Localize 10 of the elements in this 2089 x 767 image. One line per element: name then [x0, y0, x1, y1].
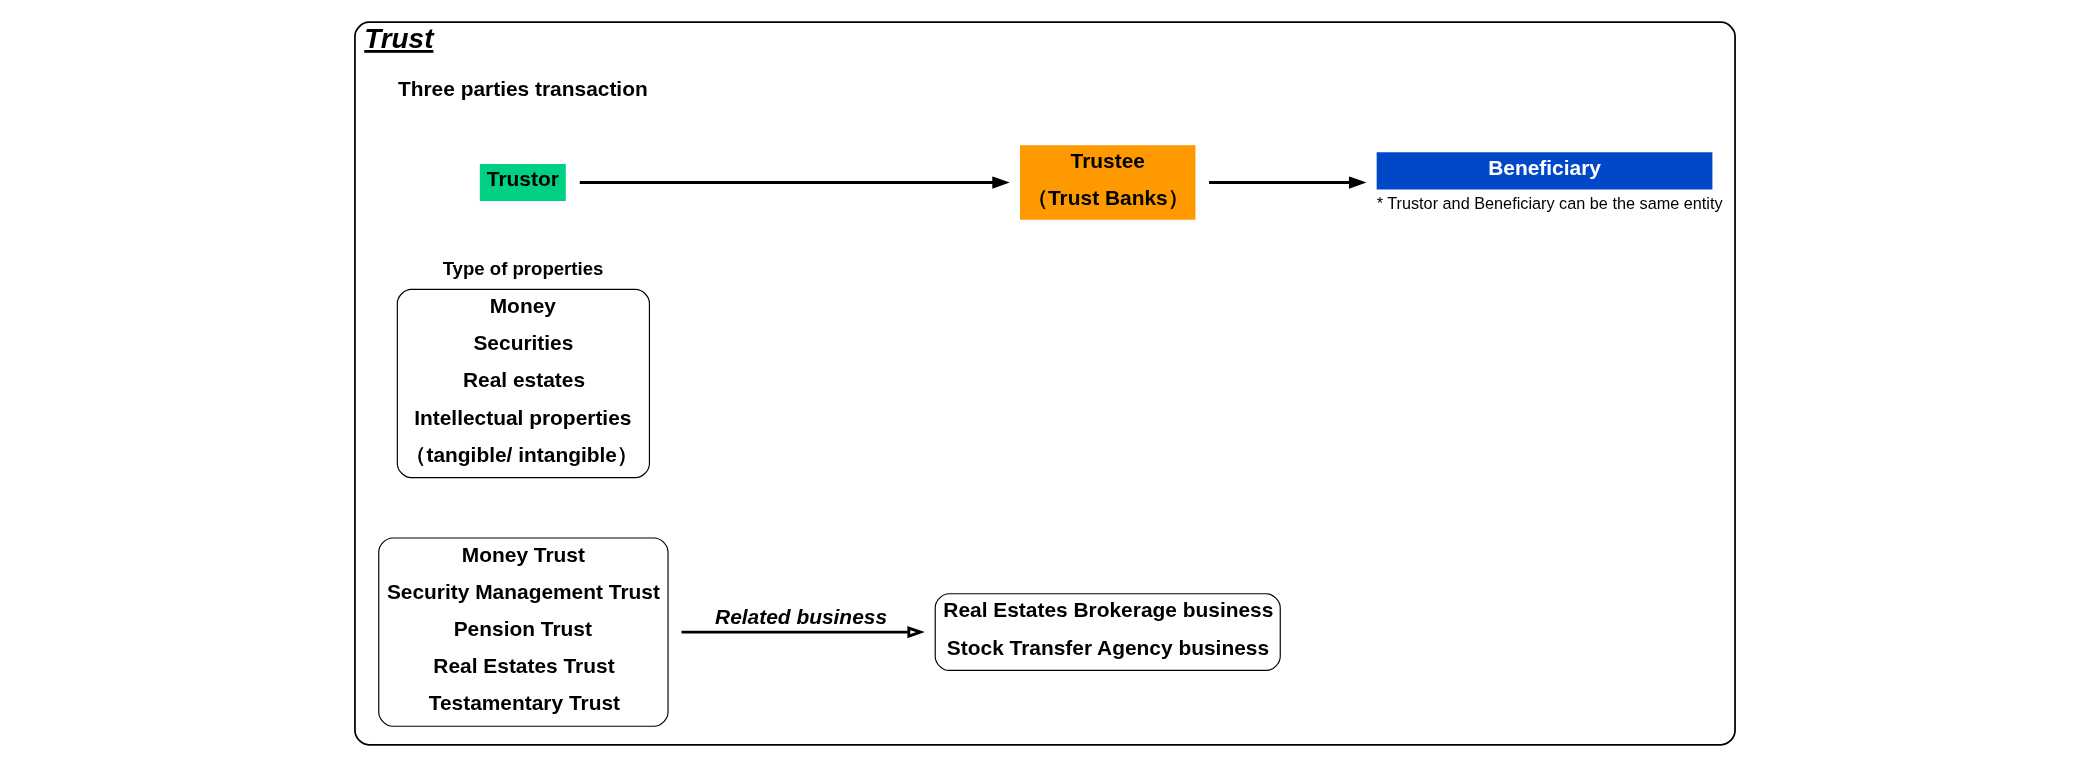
arrow [681, 626, 925, 639]
edge-label: Related business [714, 605, 887, 629]
node-label: * Trustor and Beneficiary can be the same entity [1376, 194, 1723, 213]
label: Three parties transaction [397, 76, 648, 100]
node-box: Trustee （Trust Banks） [1019, 145, 1195, 220]
arrow [1208, 176, 1366, 189]
node-box: Trustor [479, 163, 566, 202]
node-box: Beneficiary [1376, 152, 1712, 190]
node-label: Type of properties [442, 258, 603, 280]
arrow [579, 176, 1010, 189]
